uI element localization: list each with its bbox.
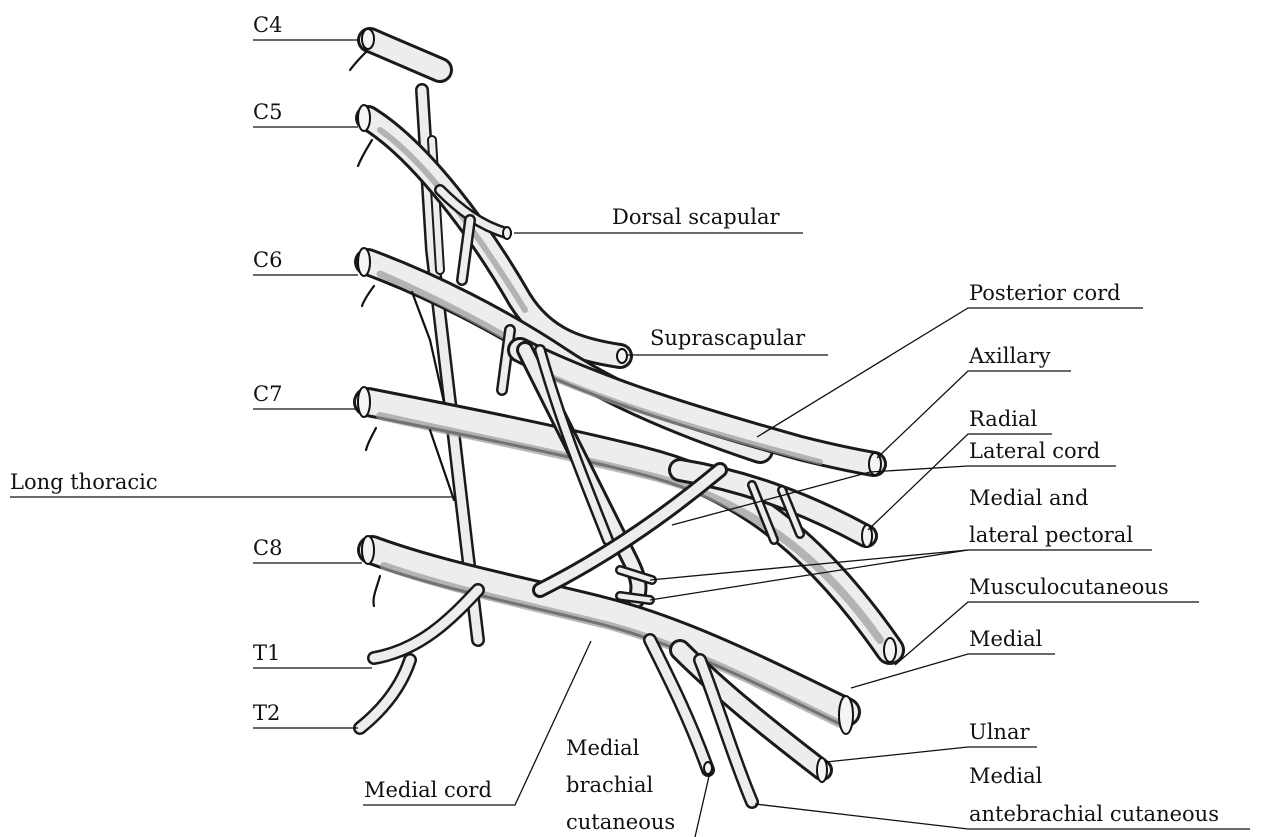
label-posterior-cord: Posterior cord [969,281,1121,305]
c4-root [350,29,440,70]
label-c6: C6 [253,248,282,272]
label-medial-lateral-pectoral-line1: Medial and [969,486,1089,510]
label-suprascapular: Suprascapular [650,326,806,350]
label-medial-cord: Medial cord [364,778,492,802]
label-lateral-cord: Lateral cord [969,439,1100,463]
nerve-illustration [350,29,896,802]
label-medial-brachial-line2: brachial [566,773,654,797]
label-medial-brachial-line1: Medial [566,736,640,760]
label-musculocutaneous: Musculocutaneous [969,575,1169,599]
label-ulnar: Ulnar [969,720,1030,744]
label-medial-antebrachial-line1: Medial [969,764,1043,788]
label-long-thoracic: Long thoracic [10,470,158,494]
t1-t2-roots [360,590,478,728]
label-c7: C7 [253,382,282,406]
label-dorsal-scapular: Dorsal scapular [612,205,780,229]
label-c4: C4 [253,13,282,37]
label-t2: T2 [253,701,280,725]
label-medial: Medial [969,627,1043,651]
label-medial-antebrachial-line2: antebrachial cutaneous [969,802,1219,826]
label-medial-lateral-pectoral-line2: lateral pectoral [969,523,1133,547]
label-radial: Radial [969,407,1037,431]
label-axillary: Axillary [968,344,1051,368]
labels: C4 C5 C6 C7 C8 T1 T2 Long thoracic Dorsa… [10,13,1219,834]
label-medial-brachial-line3: cutaneous [566,810,675,834]
label-c5: C5 [253,100,282,124]
label-c8: C8 [253,536,282,560]
label-t1: T1 [253,641,280,665]
